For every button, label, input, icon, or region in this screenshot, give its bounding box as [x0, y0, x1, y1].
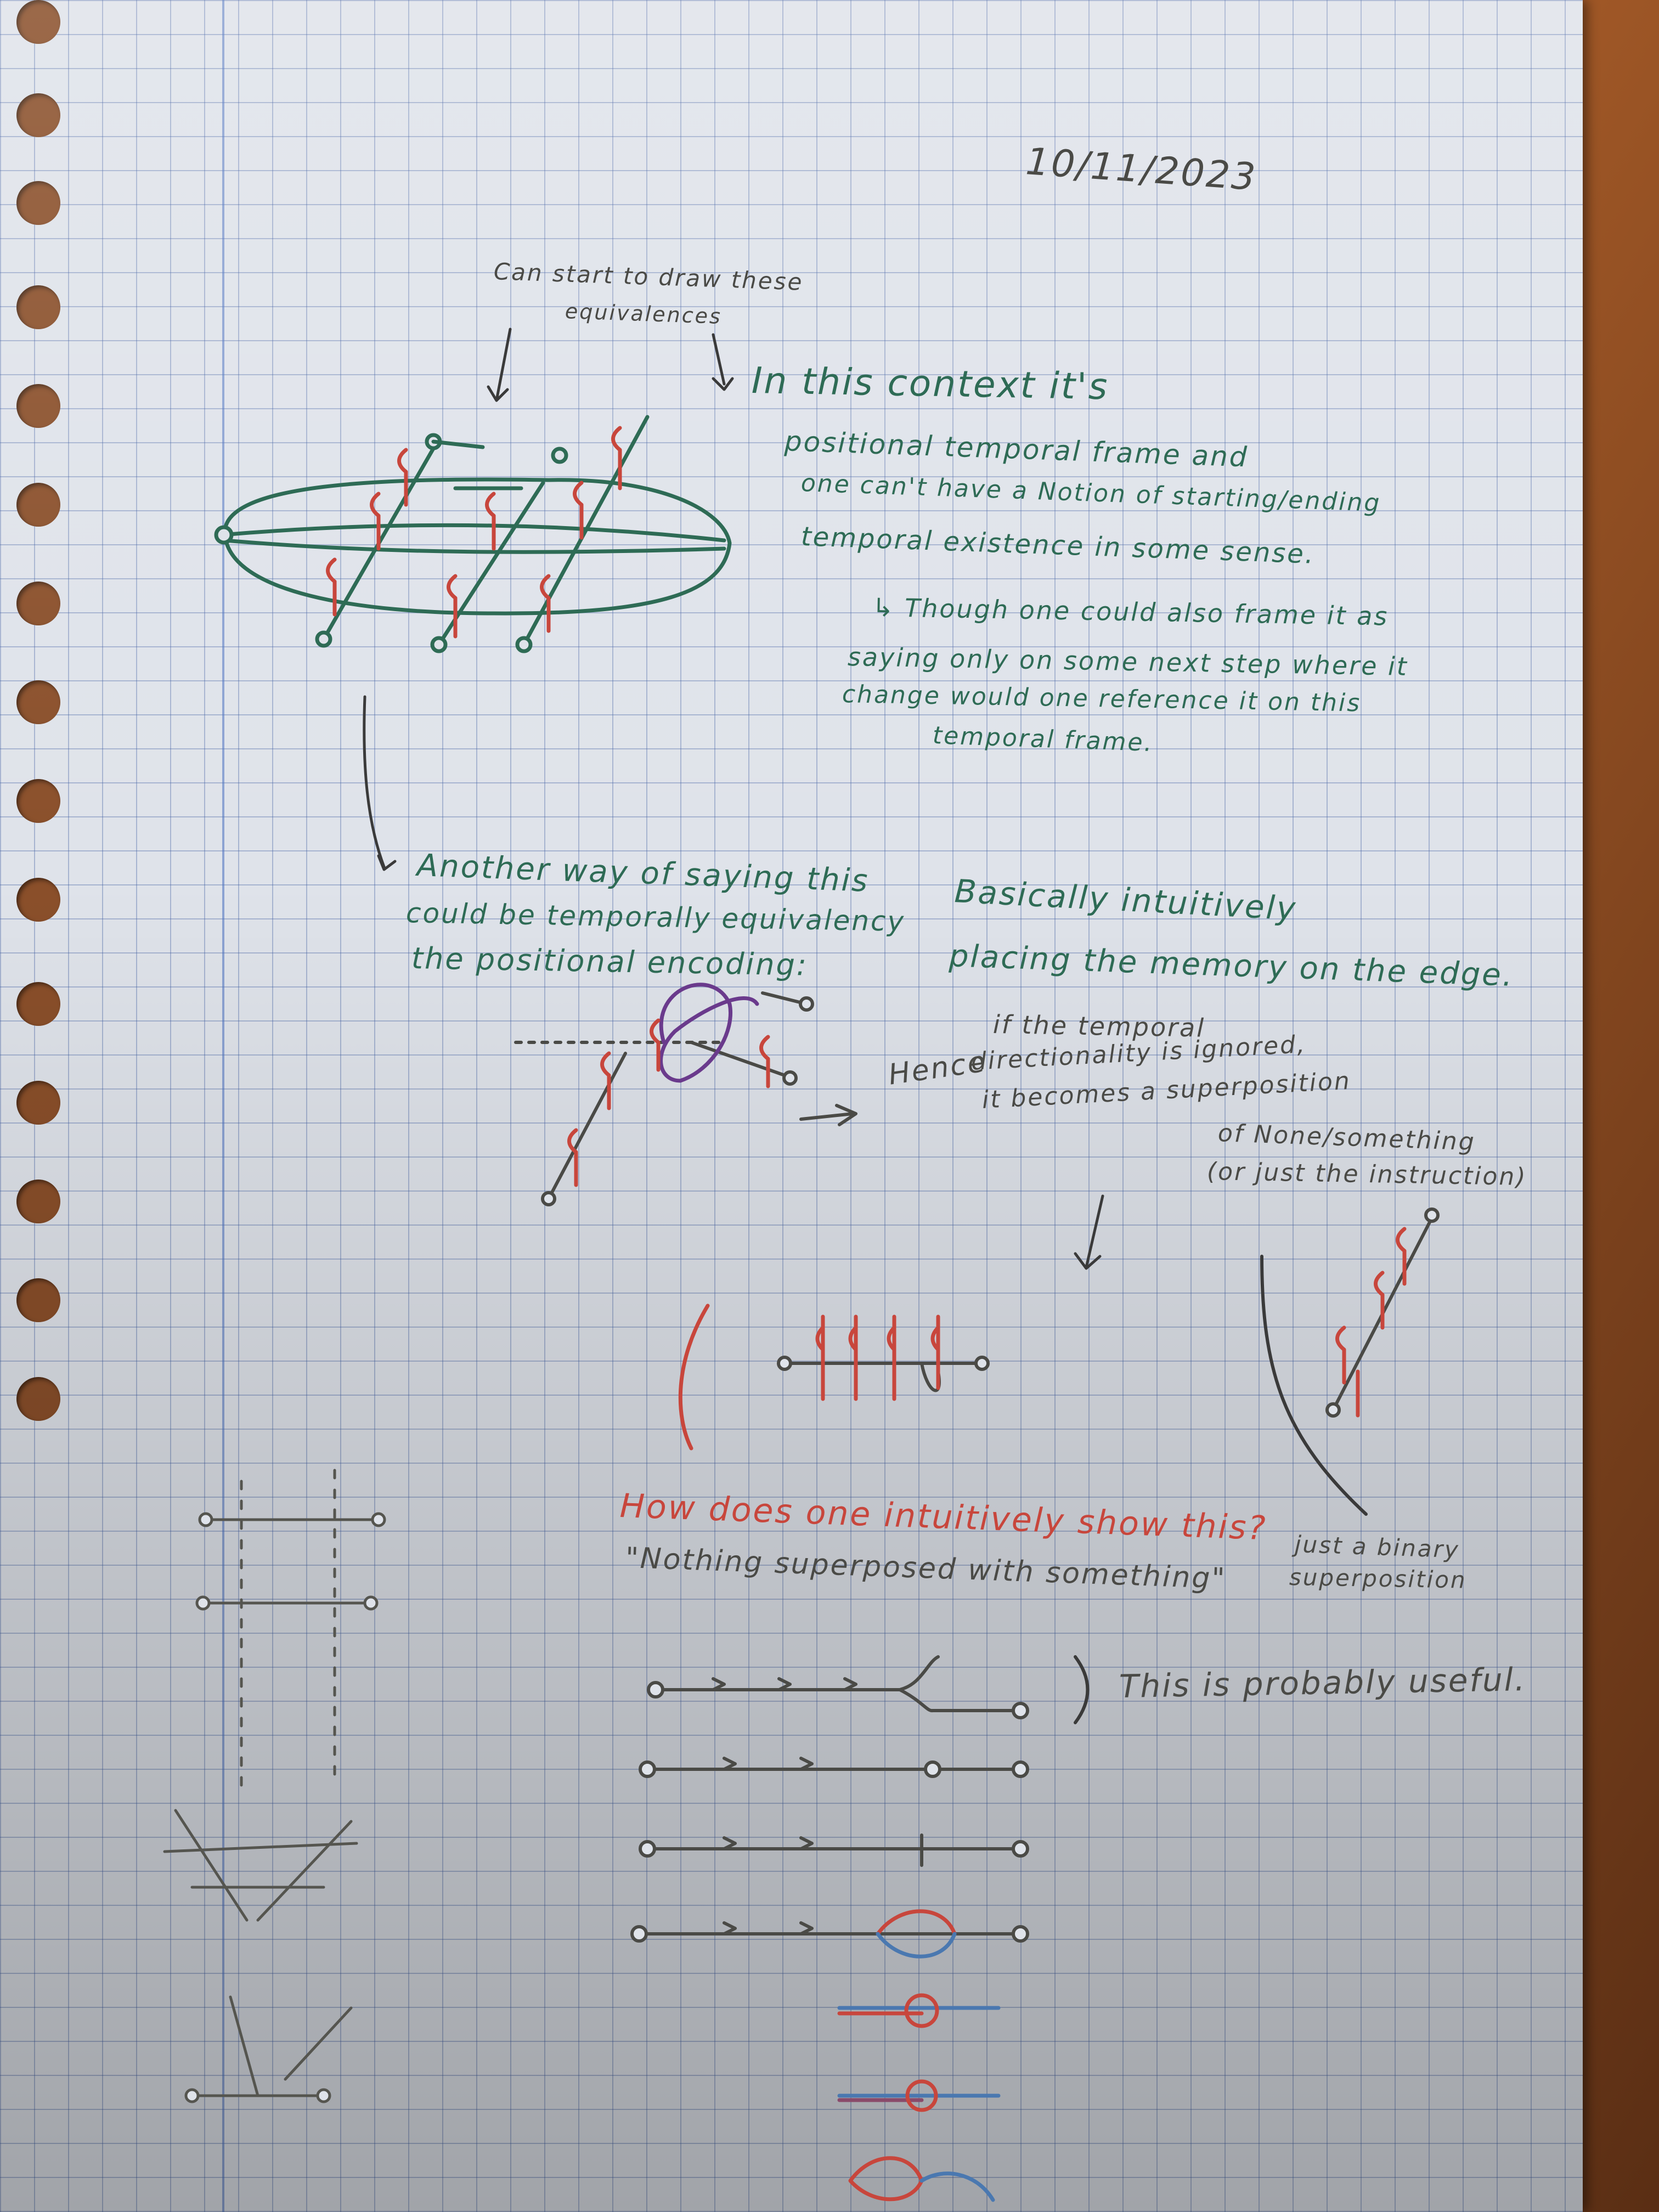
purple-loop — [659, 983, 759, 1083]
punch-hole — [16, 1278, 60, 1322]
sequence-bracket — [1074, 1655, 1090, 1724]
punch-hole — [16, 680, 60, 724]
punch-hole — [16, 878, 60, 922]
punch-hole — [16, 93, 60, 137]
note-probably-useful: This is probably useful. — [1119, 1661, 1527, 1705]
punch-hole — [16, 181, 60, 225]
annotation-arrows — [363, 328, 734, 871]
down-arrow — [1074, 1194, 1104, 1270]
note-binary-2: superposition — [1289, 1564, 1468, 1594]
punch-hole — [16, 0, 60, 44]
loop-red-marks — [326, 426, 622, 639]
margin-line — [222, 0, 224, 2212]
punch-hole — [16, 1180, 60, 1223]
punch-hole — [16, 582, 60, 625]
punch-hole — [16, 1081, 60, 1125]
note-another-3: the positional encoding: — [411, 941, 809, 983]
equivalency-red-marks — [567, 1018, 770, 1187]
note-context-1: In this context it's — [751, 359, 1109, 408]
note-hence-5: (or just the instruction) — [1206, 1158, 1527, 1192]
loop-diagram — [214, 415, 732, 653]
right-small-red-marks — [1335, 1227, 1407, 1418]
note-binary-1: just a binary — [1294, 1531, 1460, 1564]
punch-hole — [16, 285, 60, 329]
punch-hole — [16, 483, 60, 527]
punch-hole — [16, 779, 60, 823]
left-pencil-diagrams — [163, 1469, 386, 2103]
punch-hole — [16, 1377, 60, 1421]
equivalency-diagram — [514, 991, 857, 1206]
sequence-diagrams — [630, 1655, 1029, 1943]
punch-hole — [16, 384, 60, 428]
bracket-curve — [1260, 1255, 1368, 1516]
sequence-colored-loops — [837, 1909, 1001, 2202]
pinned-edge-diagram — [777, 1356, 990, 1392]
pinned-edge-red-marks — [678, 1304, 940, 1451]
punch-hole — [16, 982, 60, 1026]
